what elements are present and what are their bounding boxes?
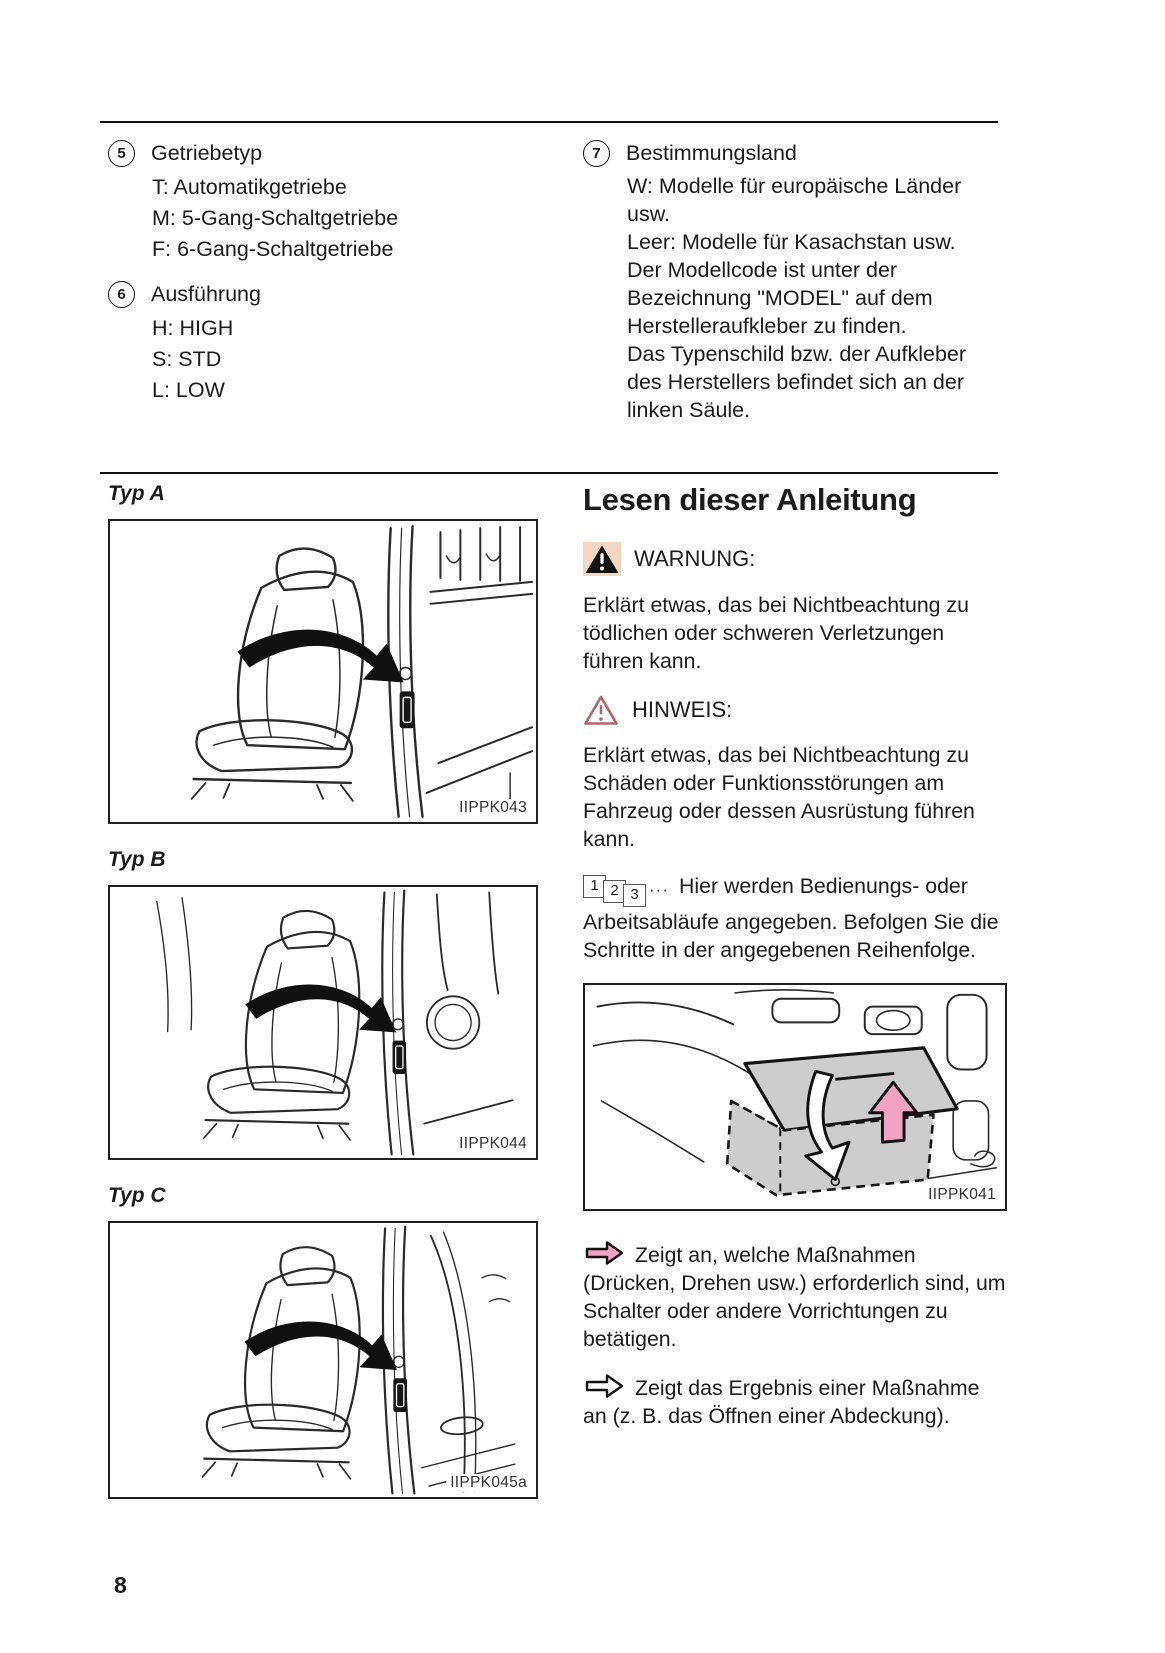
legend-item-7: 7 Bestimmungsland	[583, 138, 1005, 168]
reading-section: Lesen dieser Anleitung WARNUNG: Erklärt …	[583, 482, 1007, 1449]
legend-lines: T: Automatikgetriebe M: 5-Gang-Schaltget…	[152, 172, 548, 265]
steps-paragraph: 1 2 3 ··· Hier werden Bedienungs- oder A…	[583, 872, 1007, 964]
figure-typ-b: IIPPK044	[108, 885, 538, 1160]
figure-typ-a: IIPPK043	[108, 519, 538, 824]
legend-line: S: STD	[152, 347, 222, 371]
result-arrow-glyph	[804, 1069, 851, 1181]
figure-code: IIPPK044	[455, 1135, 527, 1153]
legend-line: W: Modelle für europäische Länder usw.	[627, 174, 962, 226]
legend-line: Leer: Modelle für Kasachstan usw.	[627, 230, 956, 254]
result-paragraph: Zeigt das Ergebnis einer Maßnahme an (z.…	[583, 1372, 1007, 1430]
figure-code: IIPPK041	[924, 1185, 996, 1204]
legend-line: H: HIGH	[152, 316, 234, 340]
figure-code: IIPPK045a	[446, 1474, 527, 1492]
notice-icon	[584, 695, 618, 725]
figure-label-typ-b: Typ B	[108, 848, 166, 871]
ellipsis-dots: ···	[649, 879, 669, 899]
legend-column-left: 5 Getriebetyp T: Automatikgetriebe M: 5-…	[108, 138, 548, 420]
circled-number-5: 5	[108, 140, 135, 167]
seat-line-drawing	[155, 889, 514, 1156]
seat-line-drawing	[201, 1225, 516, 1495]
warning-header: WARNUNG:	[583, 542, 1007, 576]
legend-line: M: 5-Gang-Schaltgetriebe	[152, 206, 399, 230]
legend-line: T: Automatikgetriebe	[152, 175, 347, 199]
notice-header: HINWEIS:	[583, 694, 1007, 726]
legend-line: Das Typenschild bzw. der Aufkleber des H…	[627, 342, 967, 422]
action-text: Zeigt an, welche Maßnahmen (Drücken, Dre…	[583, 1242, 1006, 1351]
legend-line: F: 6-Gang-Schaltgetriebe	[152, 237, 394, 261]
figure-console: IIPPK041	[583, 982, 1007, 1211]
page-number: 8	[114, 1572, 127, 1598]
circled-number-7: 7	[583, 140, 610, 167]
legend-line: L: LOW	[152, 378, 225, 402]
divider-top	[100, 121, 998, 123]
result-text: Zeigt das Ergebnis einer Maßnahme an (z.…	[583, 1375, 980, 1428]
legend-lines: H: HIGH S: STD L: LOW	[152, 313, 548, 406]
figure-label-typ-a: Typ A	[108, 482, 165, 505]
legend-lines: W: Modelle für europäische Länder usw. L…	[627, 172, 1005, 424]
section-title: Lesen dieser Anleitung	[583, 482, 917, 517]
action-paragraph: Zeigt an, welche Maßnahmen (Drücken, Dre…	[583, 1239, 1007, 1353]
divider-middle	[100, 472, 998, 474]
figure-column: Typ A IIPPK043 Typ B IIPPK044 Typ C IIPP…	[108, 482, 538, 1523]
legend-item-6: 6 Ausführung	[108, 279, 548, 309]
numbered-steps-icon: 1 2 3 ···	[583, 874, 669, 908]
circled-number-6: 6	[108, 281, 135, 308]
legend-title: Ausführung	[151, 282, 261, 306]
overhead-console-drawing	[592, 988, 998, 1197]
figure-code: IIPPK043	[455, 799, 527, 817]
step-box-3: 3	[623, 883, 646, 907]
warning-label: WARNUNG:	[634, 546, 756, 571]
warning-icon	[583, 542, 621, 576]
legend-item-5: 5 Getriebetyp	[108, 138, 548, 168]
legend-title: Getriebetyp	[151, 141, 263, 165]
warning-text: Erklärt etwas, das bei Nichtbeachtung zu…	[583, 593, 969, 673]
steps-text: Hier werden Bedienungs- oder Arbeitsablä…	[583, 874, 999, 962]
figure-label-typ-c: Typ C	[108, 1184, 166, 1207]
notice-label: HINWEIS:	[632, 697, 733, 722]
seat-line-drawing	[190, 524, 534, 819]
figure-typ-c: IIPPK045a	[108, 1221, 538, 1499]
legend-line: Der Modellcode ist unter der Bezeichnung…	[627, 258, 933, 338]
legend-title: Bestimmungsland	[626, 141, 797, 165]
action-arrow-icon	[585, 1240, 624, 1265]
action-arrow-glyph	[868, 1080, 919, 1144]
notice-text: Erklärt etwas, das bei Nichtbeachtung zu…	[583, 743, 975, 851]
result-arrow-icon	[585, 1373, 624, 1398]
legend-column-right: 7 Bestimmungsland W: Modelle für europäi…	[583, 138, 1005, 424]
